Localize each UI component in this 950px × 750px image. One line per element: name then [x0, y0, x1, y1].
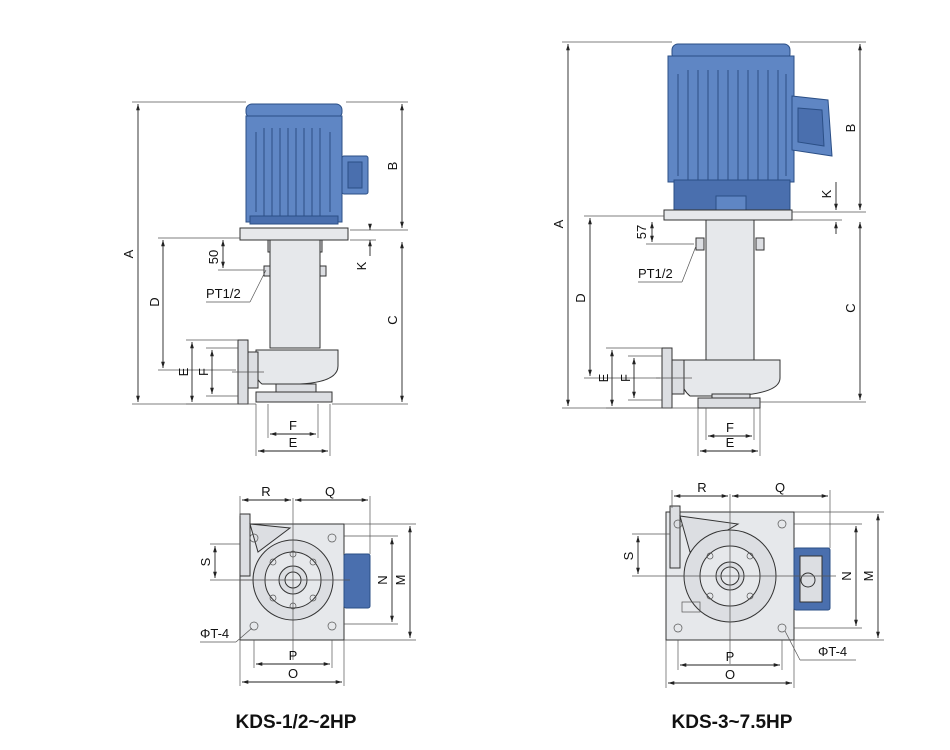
dim-n-large: N — [839, 571, 854, 580]
dim-q-large: Q — [775, 480, 785, 495]
motor-large — [667, 43, 833, 211]
dim-r: R — [261, 484, 270, 499]
dim-offset: 50 — [206, 250, 221, 264]
dim-k-large: K — [819, 189, 834, 198]
elevation-view-small: PT1/2 A D 50 E F — [121, 101, 408, 456]
dim-d: D — [147, 297, 162, 306]
pt-label-large: PT1/2 — [638, 266, 673, 281]
plan-view-large: R Q S N M P O — [621, 480, 884, 688]
elevation-view-large: PT1/2 A D 57 E F — [551, 41, 866, 456]
caption-small: KDS-1/2~2HP — [236, 712, 357, 733]
dim-o: O — [288, 666, 298, 681]
caption-large: KDS-3~7.5HP — [672, 712, 793, 733]
dim-f-bottom-large: F — [726, 420, 734, 435]
dim-c: C — [385, 315, 400, 324]
dim-s: S — [198, 557, 213, 566]
dim-t: ΦT-4 — [200, 626, 229, 641]
pump-casing — [255, 349, 339, 385]
pump-column — [269, 239, 321, 349]
dim-a: A — [121, 249, 136, 258]
dim-k: K — [354, 261, 369, 270]
dim-e-large: E — [596, 373, 611, 382]
dim-e-bottom-large: E — [726, 435, 735, 450]
dim-m-large: M — [861, 571, 876, 582]
dim-d-large: D — [573, 293, 588, 302]
dim-p: P — [289, 648, 298, 663]
dim-e: E — [176, 367, 191, 376]
dim-o-large: O — [725, 667, 735, 682]
pump-casing-large — [681, 359, 781, 397]
dim-r-large: R — [697, 480, 706, 495]
dim-n: N — [375, 575, 390, 584]
dim-offset-large: 57 — [634, 225, 649, 239]
dim-b: B — [385, 162, 400, 171]
dim-m: M — [393, 575, 408, 586]
dim-q: Q — [325, 484, 335, 499]
dim-f: F — [196, 368, 211, 376]
dim-t-large: ΦT-4 — [818, 644, 847, 659]
dim-f-bottom: F — [289, 418, 297, 433]
motor-base-plate — [239, 227, 349, 241]
dim-f-large: F — [618, 374, 633, 382]
motor-base-plate-large — [663, 209, 793, 221]
suction-flange — [255, 391, 333, 403]
dim-c-large: C — [843, 303, 858, 312]
plan-view-small: R Q S N M P O — [198, 484, 416, 686]
suction-flange-large — [697, 397, 761, 409]
dim-a-large: A — [551, 219, 566, 228]
pump-column-large — [705, 219, 755, 361]
motor-small — [245, 103, 369, 225]
dim-s-large: S — [621, 551, 636, 560]
dim-p-large: P — [726, 649, 735, 664]
dim-b-large: B — [843, 124, 858, 133]
pt-label: PT1/2 — [206, 286, 241, 301]
dim-e-bottom: E — [289, 435, 298, 450]
